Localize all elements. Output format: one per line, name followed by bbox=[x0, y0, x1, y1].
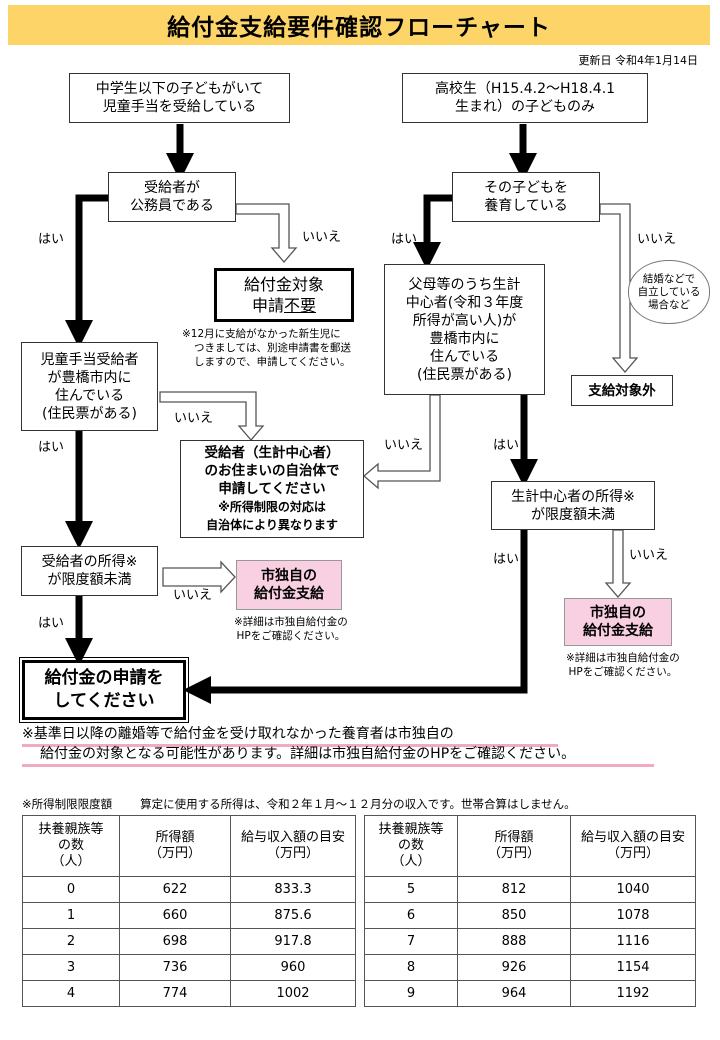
newborn-note: ※12月に支給がなかった新生児に つきましては、別途申請書を郵送 しますので、申… bbox=[182, 328, 351, 368]
civil-servant-box: 受給者が 公務員である bbox=[108, 172, 236, 222]
table-cell: 7 bbox=[364, 928, 458, 955]
income-right-box: 生計中心者の所得※ が限度額未満 bbox=[491, 481, 655, 530]
table-cell: 698 bbox=[119, 928, 231, 955]
yes-label-4: はい bbox=[493, 438, 520, 453]
no-label-1: いいえ bbox=[302, 230, 342, 245]
apply-other-municipality-box: 受給者（生計中心者） のお住まいの自治体で 申請してください ※所得制限の対応は… bbox=[180, 440, 364, 538]
table-cell: 8 bbox=[364, 954, 458, 981]
no-label-2: いいえ bbox=[637, 232, 677, 247]
header-salary: 給与収入額の目安（万円） bbox=[230, 815, 356, 877]
yes-paths bbox=[65, 124, 538, 704]
yes-label-1: はい bbox=[38, 232, 65, 247]
city-benefit-right-box: 市独自の 給付金支給 bbox=[564, 598, 672, 646]
table-cell: 917.8 bbox=[230, 928, 356, 955]
no-label-6: いいえ bbox=[173, 588, 213, 603]
page-title: 給付金支給要件確認フローチャート bbox=[8, 5, 710, 45]
table-cell: 5 bbox=[364, 876, 458, 903]
table-cell: 2 bbox=[22, 928, 120, 955]
table-cell: 1040 bbox=[570, 876, 696, 903]
no-paths bbox=[159, 203, 639, 598]
income-limit-note: ※所得制限限度額算定に使用する所得は、令和２年１月～１２月分の収入です。世帯合算… bbox=[22, 797, 576, 811]
table-cell: 9 bbox=[364, 980, 458, 1007]
city-hp-note-right: ※詳細は市独自給付金の HPをご確認ください。 bbox=[566, 652, 680, 678]
table-cell: 888 bbox=[457, 928, 571, 955]
yes-label-6: はい bbox=[38, 616, 65, 631]
table-cell: 0 bbox=[22, 876, 120, 903]
header-income: 所得額（万円） bbox=[119, 815, 231, 877]
no-label-3: いいえ bbox=[174, 411, 214, 426]
apply-box: 給付金の申請を してください bbox=[19, 657, 189, 723]
table-cell: 1002 bbox=[230, 980, 356, 1007]
table-cell: 3 bbox=[22, 954, 120, 981]
parent-resident-box: 父母等のうち生計 中心者(令和３年度 所得が高い人)が 豊橋市内に 住んでいる … bbox=[384, 264, 545, 395]
table-cell: 960 bbox=[230, 954, 356, 981]
table-cell: 1192 bbox=[570, 980, 696, 1007]
table-cell: 850 bbox=[457, 902, 571, 929]
header-dependents: 扶養親族等の数（人） bbox=[364, 815, 458, 877]
table-cell: 964 bbox=[457, 980, 571, 1007]
yes-label-5: はい bbox=[493, 552, 520, 567]
table-cell: 1154 bbox=[570, 954, 696, 981]
table-cell: 926 bbox=[457, 954, 571, 981]
update-date: 更新日 令和4年1月14日 bbox=[578, 54, 699, 67]
city-benefit-left-box: 市独自の 給付金支給 bbox=[236, 560, 342, 610]
divorce-note: ※基準日以降の離婚等で給付金を受け取れなかった養育者は市独自の 給付金の対象とな… bbox=[22, 726, 576, 762]
table-cell: 1 bbox=[22, 902, 120, 929]
highlight-underline-2 bbox=[22, 764, 654, 767]
table-cell: 833.3 bbox=[230, 876, 356, 903]
yes-label-3: はい bbox=[38, 440, 65, 455]
no-label-4: いいえ bbox=[384, 438, 424, 453]
city-hp-note-left: ※詳細は市独自給付金の HPをご確認ください。 bbox=[234, 616, 348, 642]
no-label-5: いいえ bbox=[629, 548, 669, 563]
raising-box: その子どもを 養育している bbox=[452, 172, 600, 222]
header-dependents: 扶養親族等の数（人） bbox=[22, 815, 120, 877]
table-cell: 622 bbox=[119, 876, 231, 903]
table-cell: 736 bbox=[119, 954, 231, 981]
table-cell: 1116 bbox=[570, 928, 696, 955]
excluded-box: 支給対象外 bbox=[571, 375, 673, 406]
table-cell: 660 bbox=[119, 902, 231, 929]
table-cell: 774 bbox=[119, 980, 231, 1007]
table-cell: 812 bbox=[457, 876, 571, 903]
header-salary: 給与収入額の目安（万円） bbox=[570, 815, 696, 877]
independent-cloud-note: 結婚などで 自立している 場合など bbox=[628, 260, 710, 324]
income-left-box: 受給者の所得※ が限度額未満 bbox=[21, 546, 158, 596]
table-cell: 875.6 bbox=[230, 902, 356, 929]
header-income: 所得額（万円） bbox=[457, 815, 571, 877]
child-allowance-resident-box: 児童手当受給者 が豊橋市内に 住んでいる (住民票がある) bbox=[21, 342, 158, 431]
start-left-box: 中学生以下の子どもがいて 児童手当を受給している bbox=[69, 73, 290, 123]
table-cell: 1078 bbox=[570, 902, 696, 929]
table-cell: 4 bbox=[22, 980, 120, 1007]
yes-label-2: はい bbox=[391, 232, 418, 247]
highlight-underline-1 bbox=[22, 744, 558, 747]
start-right-box: 高校生（H15.4.2～H18.4.1 生まれ）の子どものみ bbox=[402, 73, 648, 123]
table-cell: 6 bbox=[364, 902, 458, 929]
not-applicable-box: 給付金対象 申請不要 bbox=[214, 268, 354, 322]
